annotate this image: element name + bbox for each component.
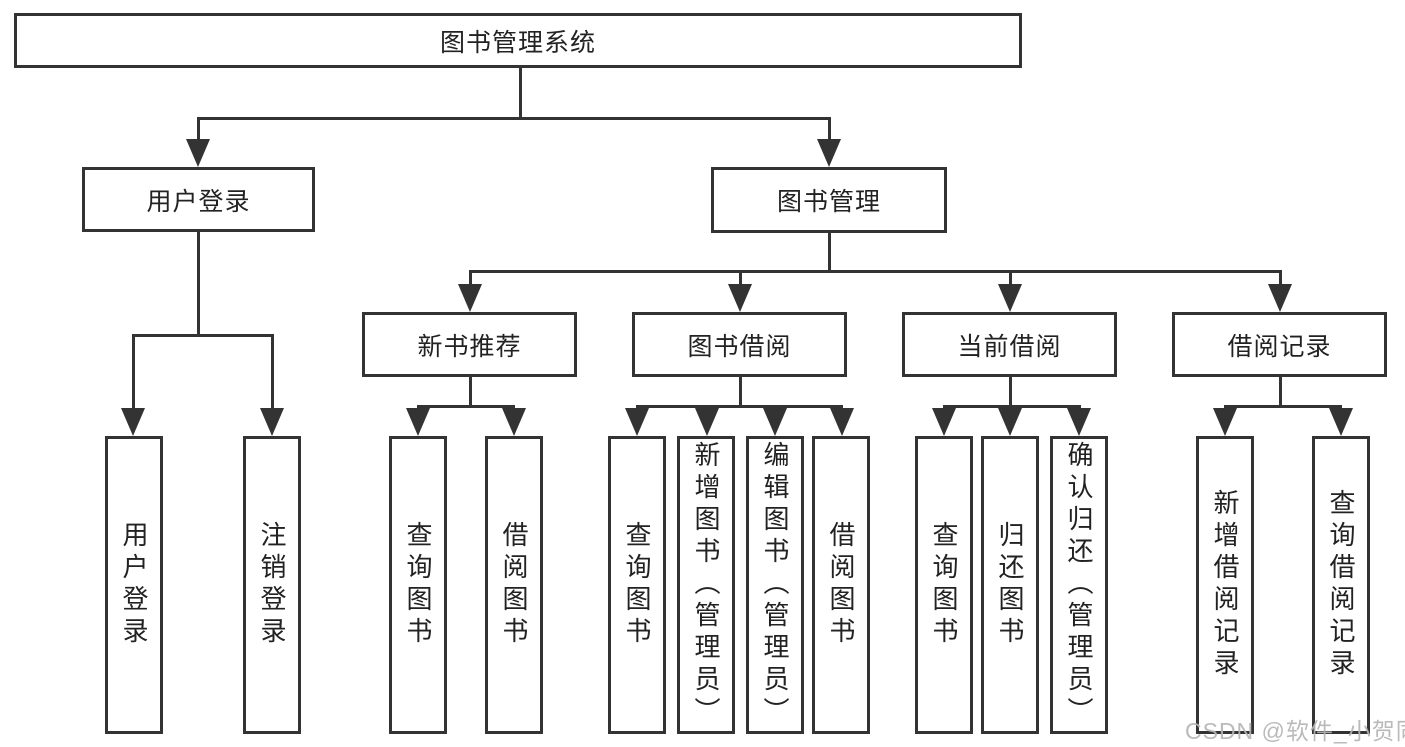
arrow-down-icon [998, 408, 1022, 436]
arrow-down-icon [1213, 408, 1237, 436]
connector-down [469, 377, 472, 407]
connector-user-login-rail [132, 334, 274, 337]
leaf-query-books-current: 查询图书 [915, 436, 973, 734]
connector-rail [636, 405, 843, 408]
arrow-down-icon [625, 408, 649, 436]
arrow-down-icon [502, 408, 526, 436]
arrow-down-icon [1067, 408, 1091, 436]
connector-leaf-stem [469, 270, 472, 288]
node-root-label: 图书管理系统 [439, 28, 596, 57]
connector-rail [1224, 405, 1342, 408]
leaf-label: 确认归还（管理员） [1064, 441, 1094, 729]
connector-root-stem [519, 68, 522, 120]
leaf-label: 查询图书 [403, 521, 433, 649]
connector-rail [943, 405, 1081, 408]
connector-user-login-down [197, 232, 200, 336]
leaf-label: 用户登录 [119, 521, 149, 649]
node-book-borrow: 图书借阅 [632, 312, 847, 377]
arrow-down-icon [830, 408, 854, 436]
arrow-down-icon [1329, 408, 1353, 436]
connector-down [739, 377, 742, 407]
arrow-down-icon [932, 408, 956, 436]
leaf-label: 借阅图书 [826, 521, 856, 649]
node-borrow-records-label: 借阅记录 [1227, 332, 1332, 361]
connector-down [1279, 377, 1282, 407]
connector-leaf-stem [1009, 270, 1012, 288]
arrow-down-icon [406, 408, 430, 436]
node-user-login-label: 用户登录 [146, 187, 251, 216]
arrow-down-icon [817, 139, 841, 167]
leaf-query-borrow-record: 查询借阅记录 [1312, 436, 1370, 734]
connector-leaf-stem [739, 270, 742, 288]
connector-down [1009, 377, 1012, 407]
node-book-mgmt-label: 图书管理 [776, 188, 881, 216]
connector-level2-rail [197, 117, 831, 120]
leaf-label: 编辑图书（管理员） [760, 441, 790, 729]
node-borrow-records: 借阅记录 [1172, 312, 1387, 377]
leaf-label: 归还图书 [995, 521, 1025, 649]
leaf-add-borrow-record: 新增借阅记录 [1196, 436, 1254, 734]
connector-user-login-stem [197, 117, 200, 145]
leaf-query-books-recommend: 查询图书 [389, 436, 447, 734]
node-book-borrow-label: 图书借阅 [687, 332, 792, 361]
arrow-down-icon [763, 408, 787, 436]
leaf-label: 借阅图书 [499, 521, 529, 649]
leaf-user-login: 用户登录 [105, 436, 163, 734]
node-user-login: 用户登录 [82, 167, 315, 232]
csdn-watermark: CSDN @软件_小贺同学 [1185, 718, 1405, 744]
connector-rail [417, 405, 515, 408]
arrow-down-icon [1268, 284, 1292, 312]
leaf-edit-books-admin: 编辑图书（管理员） [746, 436, 804, 734]
leaf-label: 注销登录 [257, 521, 287, 649]
connector-book-mgmt-down [828, 233, 831, 273]
node-root: 图书管理系统 [14, 13, 1022, 68]
node-current-borrow: 当前借阅 [902, 312, 1117, 377]
node-new-book-recommend-label: 新书推荐 [417, 332, 522, 361]
leaf-label: 查询图书 [929, 521, 959, 649]
arrow-down-icon [695, 408, 719, 436]
leaf-borrow-books-recommend: 借阅图书 [485, 436, 543, 734]
arrow-down-icon [728, 284, 752, 312]
leaf-add-books-admin: 新增图书（管理员） [677, 436, 735, 734]
node-book-mgmt: 图书管理 [711, 167, 947, 233]
arrow-down-icon [186, 139, 210, 167]
leaf-borrow-books: 借阅图书 [812, 436, 870, 734]
arrow-down-icon [260, 408, 284, 436]
connector-leaf-stem [271, 334, 274, 412]
connector-level3-rail [469, 270, 1282, 273]
leaf-label: 查询图书 [622, 521, 652, 649]
arrow-down-icon [458, 284, 482, 312]
leaf-return-books: 归还图书 [981, 436, 1039, 734]
leaf-label: 查询借阅记录 [1326, 489, 1356, 681]
arrow-down-icon [121, 408, 145, 436]
connector-leaf-stem [132, 334, 135, 412]
node-current-borrow-label: 当前借阅 [957, 332, 1062, 361]
connector-leaf-stem [1279, 270, 1282, 288]
leaf-confirm-return-admin: 确认归还（管理员） [1050, 436, 1108, 734]
leaf-logout: 注销登录 [243, 436, 301, 734]
arrow-down-icon [998, 284, 1022, 312]
node-new-book-recommend: 新书推荐 [362, 312, 577, 377]
leaf-label: 新增借阅记录 [1210, 489, 1240, 681]
connector-book-mgmt-stem [828, 117, 831, 145]
leaf-query-books-borrow: 查询图书 [608, 436, 666, 734]
leaf-label: 新增图书（管理员） [691, 441, 721, 729]
